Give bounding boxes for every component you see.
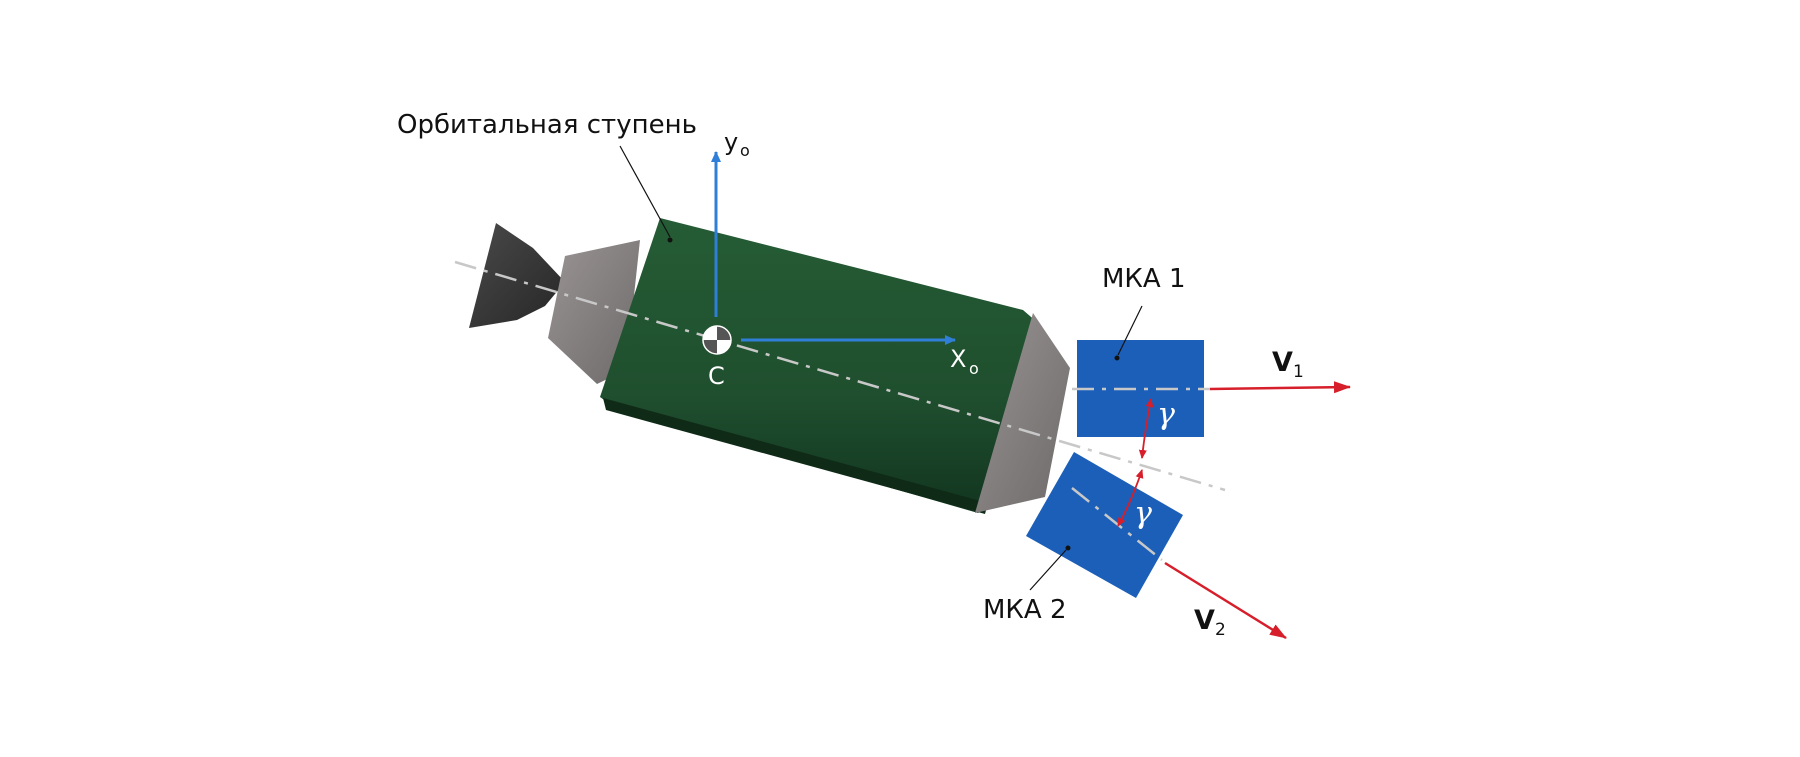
front-adapter <box>975 313 1070 513</box>
engine-nozzle <box>469 223 565 328</box>
satellite-1 <box>1077 340 1204 437</box>
velocity-v2-label: V <box>1194 605 1215 636</box>
satellite-1-leader-line <box>1117 305 1143 356</box>
velocity-v1-subscript: 1 <box>1293 362 1304 382</box>
axis-x-label: X <box>950 345 966 373</box>
gamma-1-arc <box>1138 398 1154 459</box>
center-label: C <box>708 362 725 390</box>
satellite-1-label: МКА 1 <box>1102 264 1185 294</box>
stage-body <box>600 218 1038 513</box>
satellite-2-leader-line <box>1029 549 1067 591</box>
orbital-stage <box>469 218 1070 514</box>
velocity-v1-arrow <box>1209 381 1351 394</box>
stage-label: Орбитальная ступень <box>397 110 697 140</box>
velocity-v1-label: V <box>1272 347 1293 378</box>
gamma-2-arc <box>1117 469 1144 527</box>
stage-body-rim <box>603 398 988 514</box>
stage-leader-line <box>619 145 671 238</box>
satellite-2-centerline <box>1071 487 1163 561</box>
center-of-mass-icon <box>702 325 732 355</box>
gamma-2-label: γ <box>1134 496 1152 531</box>
stage-centerline <box>454 260 1226 492</box>
satellite-2-leader-dot <box>1065 545 1071 551</box>
satellite-2-label: МКА 2 <box>983 595 1066 625</box>
satellite-1-leader-dot <box>1114 355 1120 361</box>
axis-x-subscript: o <box>969 359 979 378</box>
velocity-v2-subscript: 2 <box>1215 620 1226 640</box>
axis-y-label: y <box>724 128 738 156</box>
velocity-v2-arrow <box>1164 561 1287 640</box>
axis-y-subscript: o <box>740 141 750 160</box>
satellite-2 <box>1026 452 1183 598</box>
stage-leader-dot <box>667 237 673 243</box>
gamma-1-label: γ <box>1157 397 1175 432</box>
